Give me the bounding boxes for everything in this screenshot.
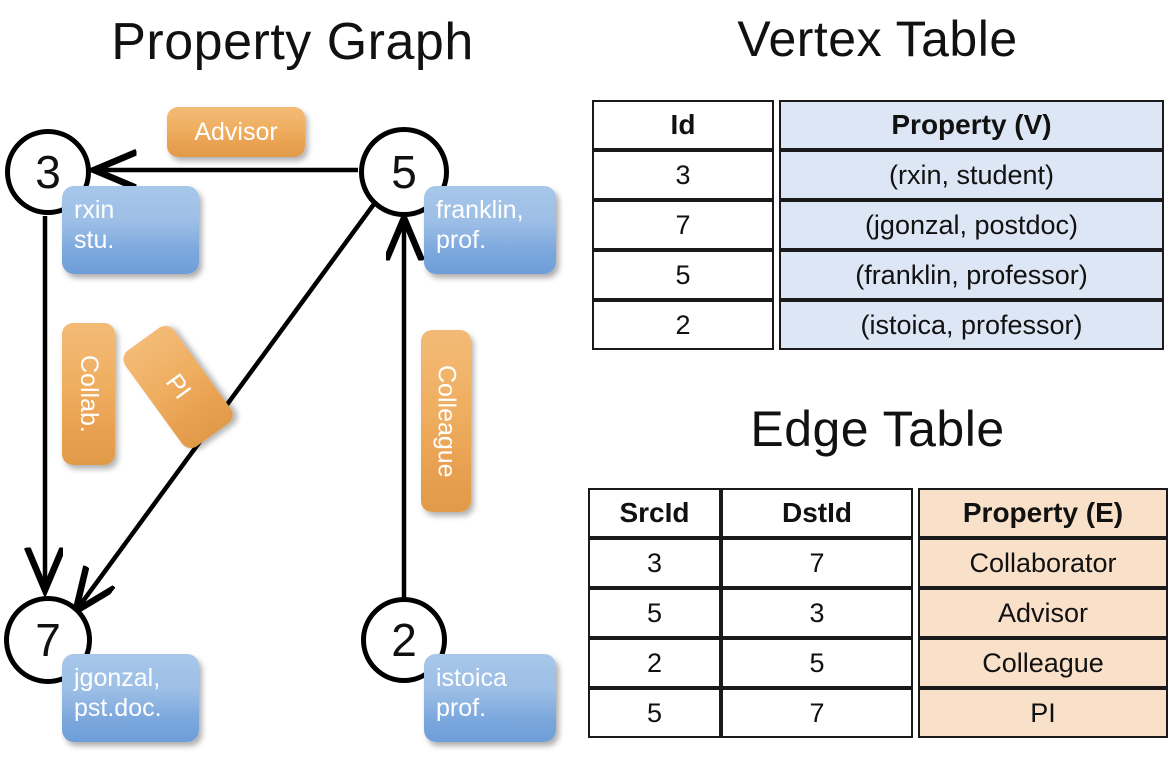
edge-row-3-property: PI [918,688,1168,738]
edge-row-0-property: Collaborator [918,538,1168,588]
edge-label-advisor-text: Advisor [194,117,278,146]
edge-table: SrcId DstId Property (E) 3 7 Collaborato… [588,488,1168,738]
edge-row-0-src: 3 [588,538,721,588]
graph-node-7-label: 7 [35,614,61,666]
vertex-row-0-id: 3 [592,150,774,200]
edge-table-header-property: Property (E) [918,488,1168,538]
edge-row-3-dst: 7 [721,688,913,738]
node-property-5-line1: franklin, [436,196,524,224]
vertex-row-2-property: (franklin, professor) [779,250,1164,300]
table-row[interactable]: 2 5 Colleague [588,638,1168,688]
vertex-row-3-property: (istoica, professor) [779,300,1164,350]
node-property-2-line1: istoica [436,664,507,692]
edge-row-1-dst: 3 [721,588,913,638]
edge-table-header-dstid: DstId [721,488,913,538]
table-row[interactable]: 5 3 Advisor [588,588,1168,638]
property-graph-diagram: 3 5 7 2 rxin stu. franklin, prof. jgonza… [4,107,556,742]
page-title-edge-table: Edge Table [750,401,1005,457]
node-property-box-7: jgonzal, pst.doc. [62,654,199,742]
graph-node-2-label: 2 [391,614,417,666]
edge-row-1-property: Advisor [918,588,1168,638]
edge-row-1-src: 5 [588,588,721,638]
vertex-table-header-property: Property (V) [779,100,1164,150]
edge-row-0-dst: 7 [721,538,913,588]
table-row[interactable]: 5 7 PI [588,688,1168,738]
node-property-box-3: rxin stu. [62,186,199,274]
edge-row-2-property: Colleague [918,638,1168,688]
table-row[interactable]: 3 7 Collaborator [588,538,1168,588]
node-property-2-line2: prof. [436,693,487,722]
node-property-3-line2: stu. [74,225,115,254]
table-row[interactable]: 7 (jgonzal, postdoc) [592,200,1164,250]
edge-label-pi-text: PI [160,368,197,405]
vertex-table-header-row: Id Property (V) [592,100,1164,150]
vertex-table-header-id: Id [592,100,774,150]
vertex-row-1-id: 7 [592,200,774,250]
graph-node-5-label: 5 [391,146,417,198]
vertex-row-1-property: (jgonzal, postdoc) [779,200,1164,250]
edge-row-2-src: 2 [588,638,721,688]
vertex-row-3-id: 2 [592,300,774,350]
table-row[interactable]: 2 (istoica, professor) [592,300,1164,350]
table-row[interactable]: 3 (rxin, student) [592,150,1164,200]
edge-table-header-srcid: SrcId [588,488,721,538]
edge-label-advisor: Advisor [167,107,305,157]
edge-label-collab: Collab. [62,323,115,465]
edge-label-colleague: Colleague [421,330,471,512]
vertex-row-0-property: (rxin, student) [779,150,1164,200]
page-title-vertex-table: Vertex Table [737,11,1018,67]
node-property-5-line2: prof. [436,225,487,254]
node-property-box-2: istoica prof. [424,654,556,742]
graph-node-3-label: 3 [35,146,61,198]
edge-label-collab-text: Collab. [75,355,103,433]
graph-node-2[interactable]: 2 [361,597,447,683]
node-property-box-5: franklin, prof. [424,186,556,274]
edge-row-3-src: 5 [588,688,721,738]
node-property-7-line1: jgonzal, [74,664,161,692]
page-title-property-graph: Property Graph [111,13,474,71]
edge-label-colleague-text: Colleague [432,364,461,478]
table-row[interactable]: 5 (franklin, professor) [592,250,1164,300]
edge-row-2-dst: 5 [721,638,913,688]
vertex-table: Id Property (V) 3 (rxin, student) 7 (jgo… [592,100,1164,350]
node-property-7-line2: pst.doc. [74,693,162,722]
node-property-3-line1: rxin [74,196,115,224]
edge-table-header-row: SrcId DstId Property (E) [588,488,1168,538]
vertex-row-2-id: 5 [592,250,774,300]
